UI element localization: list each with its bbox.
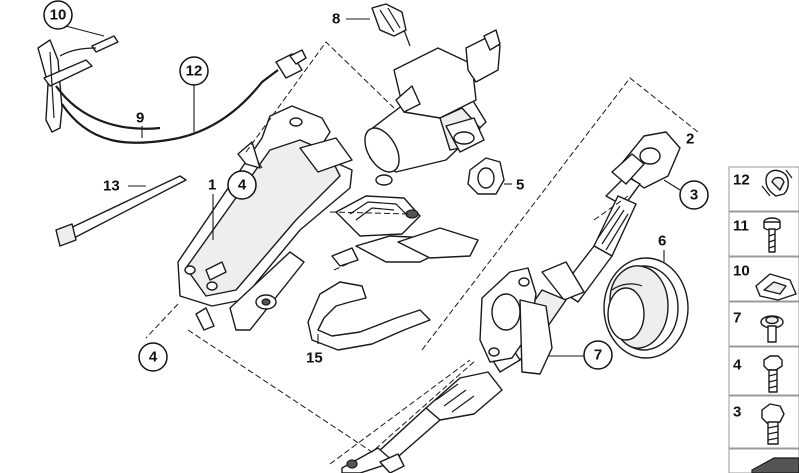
side-item-12[interactable]: 12 (728, 166, 799, 212)
callout-12-text: 12 (186, 63, 203, 80)
bolt-icon (763, 217, 781, 253)
side-item-4-label: 4 (733, 357, 742, 374)
side-item-box (728, 346, 799, 396)
bracket-icon (755, 273, 797, 301)
washer-4a-part (237, 141, 261, 169)
side-item-7-label: 7 (733, 310, 741, 327)
label-9[interactable]: 9 (136, 110, 144, 127)
callout-circle (138, 342, 168, 372)
side-item-10-label: 10 (733, 263, 750, 280)
steering-column-bracket-part (177, 105, 393, 331)
sensor-assembly-part (331, 195, 479, 267)
callout-4-upper[interactable]: 4 (227, 170, 257, 200)
callout-4-upper-text: 4 (238, 177, 247, 194)
side-item-7[interactable]: 7 (728, 301, 799, 347)
side-item-box (728, 211, 799, 257)
side-item-11-label: 11 (733, 218, 749, 235)
leader-3 (663, 179, 681, 191)
cable-tie-part (55, 175, 187, 247)
label-5[interactable]: 5 (516, 177, 524, 194)
callout-7-text: 7 (594, 347, 602, 364)
boot-seal-part (603, 257, 689, 359)
callout-4-lower[interactable]: 4 (138, 342, 168, 372)
label-1[interactable]: 1 (208, 177, 216, 194)
side-item-3-label: 3 (733, 404, 741, 421)
callout-3[interactable]: 3 (679, 180, 709, 210)
label-8[interactable]: 8 (332, 11, 340, 28)
lower-shaft-part (341, 371, 503, 473)
callout-12[interactable]: 12 (179, 56, 209, 86)
label-2[interactable]: 2 (686, 131, 694, 148)
callout-circle (227, 170, 257, 200)
hex-bolt-icon (763, 355, 783, 393)
callout-4-lower-text: 4 (149, 349, 158, 366)
side-item-box (728, 395, 799, 449)
lock-cylinder-part (371, 3, 411, 47)
dashed-assembly-lines (145, 41, 699, 465)
callout-10-text: 10 (50, 7, 67, 24)
callout-10[interactable]: 10 (43, 0, 73, 30)
side-panel: 12 11 10 (728, 166, 799, 473)
clamp-icon (761, 169, 793, 197)
callout-7[interactable]: 7 (583, 340, 613, 370)
wiring-harness-part (307, 281, 431, 351)
side-item-11[interactable]: 11 (728, 211, 799, 257)
side-item-4[interactable]: 4 (728, 346, 799, 396)
label-6[interactable]: 6 (658, 233, 666, 250)
bearing-plate-part (479, 267, 553, 375)
side-item-12-label: 12 (733, 172, 750, 189)
screw-icon (761, 403, 785, 445)
callout-3-text: 3 (690, 187, 698, 204)
label-15[interactable]: 15 (306, 350, 323, 367)
callout-circle (583, 340, 613, 370)
side-item-10[interactable]: 10 (728, 256, 799, 302)
callout-circle (43, 0, 73, 30)
clip-part (467, 157, 505, 195)
universal-joint-part (605, 131, 681, 207)
column-tube-part (364, 29, 501, 173)
side-item-3[interactable]: 3 (728, 395, 799, 449)
flange-bolt-icon (760, 315, 784, 343)
label-13[interactable]: 13 (103, 178, 120, 195)
cable-bracket-part (37, 35, 307, 144)
callout-circle (679, 180, 709, 210)
side-item-partial (728, 448, 799, 473)
